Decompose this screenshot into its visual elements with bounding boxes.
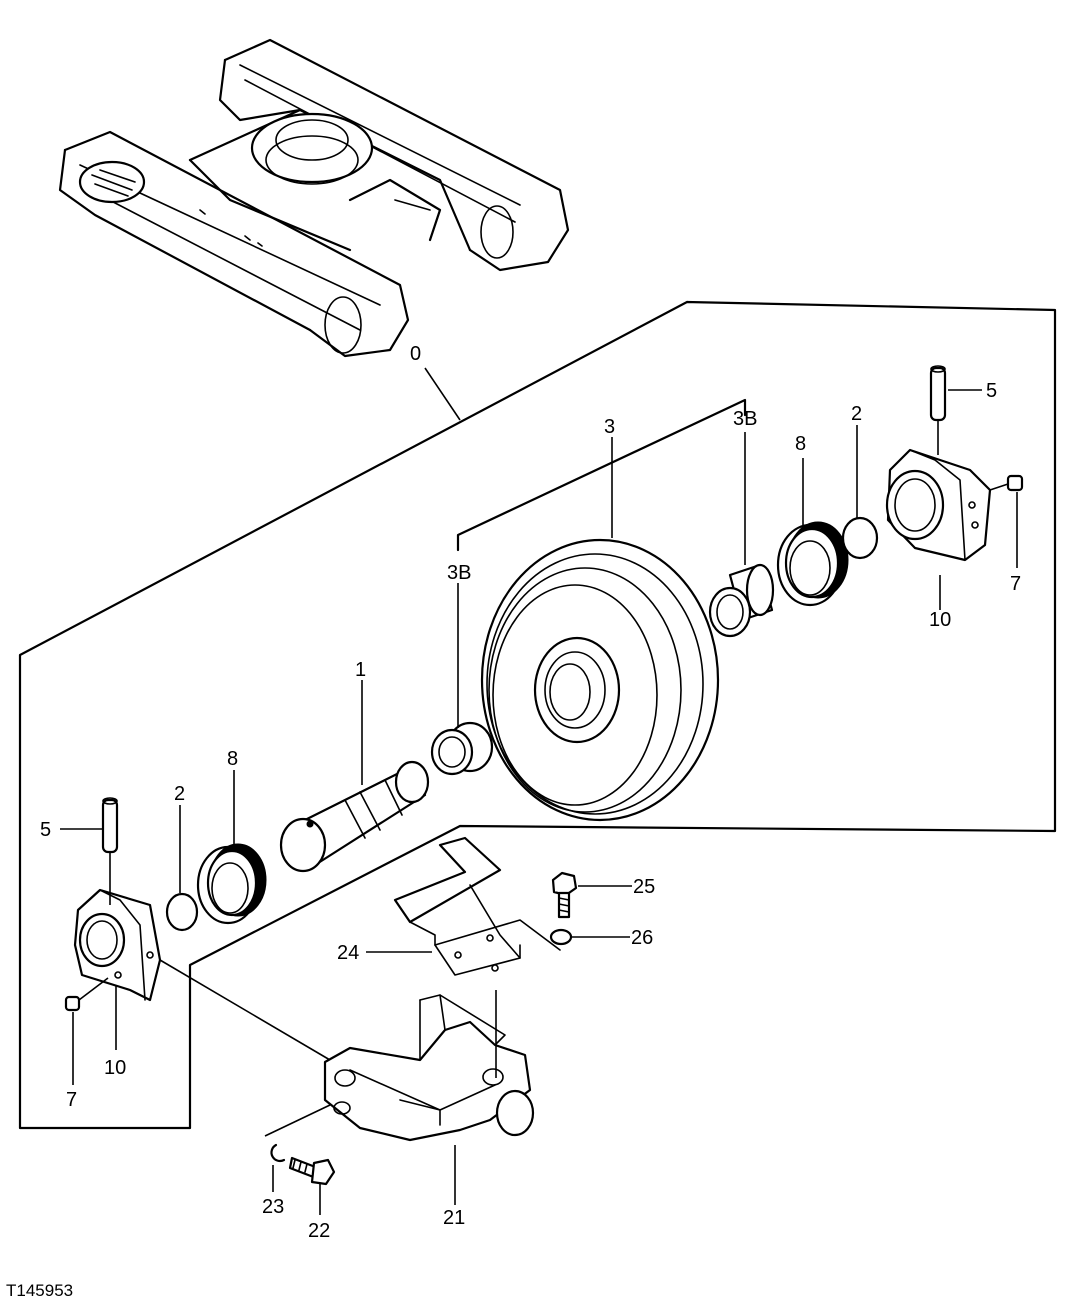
seal-right xyxy=(776,521,849,607)
bushing-right xyxy=(708,563,775,638)
swing-bearing xyxy=(250,112,374,184)
assembly-boundary xyxy=(18,300,1057,1130)
lock-washer-23 xyxy=(270,1143,286,1163)
mount-yoke xyxy=(323,994,535,1142)
callout-5-right: 5 xyxy=(986,380,997,402)
callout-22: 22 xyxy=(308,1220,330,1242)
callout-10-right: 10 xyxy=(929,609,951,631)
callout-26: 26 xyxy=(631,927,653,949)
idler-wheel xyxy=(480,538,720,822)
callout-8-right: 8 xyxy=(795,433,806,455)
end-cap-left xyxy=(73,888,162,1002)
callout-25: 25 xyxy=(633,876,655,898)
guard-plate xyxy=(393,836,561,976)
assembly-line-left xyxy=(159,959,331,1061)
end-cap-right xyxy=(885,448,992,562)
plug-right xyxy=(989,474,1024,492)
callout-24: 24 xyxy=(337,942,359,964)
callout-10-left: 10 xyxy=(104,1057,126,1079)
o-ring-right xyxy=(841,516,879,560)
bolt-25 xyxy=(551,871,578,919)
figure-id: T145953 xyxy=(6,1281,74,1300)
callout-0: 0 xyxy=(410,343,421,365)
pin-right xyxy=(929,365,947,455)
callout-7-right: 7 xyxy=(1010,573,1021,595)
callout-3b-left: 3B xyxy=(447,562,471,584)
bolt-22 xyxy=(288,1156,336,1186)
callout-8-left: 8 xyxy=(227,748,238,770)
bushing-left xyxy=(430,721,494,776)
bracket-3b xyxy=(456,398,747,552)
shaft xyxy=(279,760,430,873)
plug-left xyxy=(64,977,109,1012)
callout-3b-right: 3B xyxy=(733,408,757,430)
assembly-line-23 xyxy=(264,1104,331,1137)
callout-7-left: 7 xyxy=(66,1089,77,1111)
callout-1: 1 xyxy=(355,659,366,681)
washer-26 xyxy=(549,928,573,946)
callout-23: 23 xyxy=(262,1196,284,1218)
callout-21: 21 xyxy=(443,1207,465,1229)
pin-left xyxy=(101,797,119,905)
track-frame xyxy=(58,38,570,358)
callout-5-left: 5 xyxy=(40,819,51,841)
callout-3: 3 xyxy=(604,416,615,438)
callout-2-right: 2 xyxy=(851,403,862,425)
o-ring-left xyxy=(165,892,199,932)
callout-2-left: 2 xyxy=(174,783,185,805)
seal-left xyxy=(196,843,267,925)
